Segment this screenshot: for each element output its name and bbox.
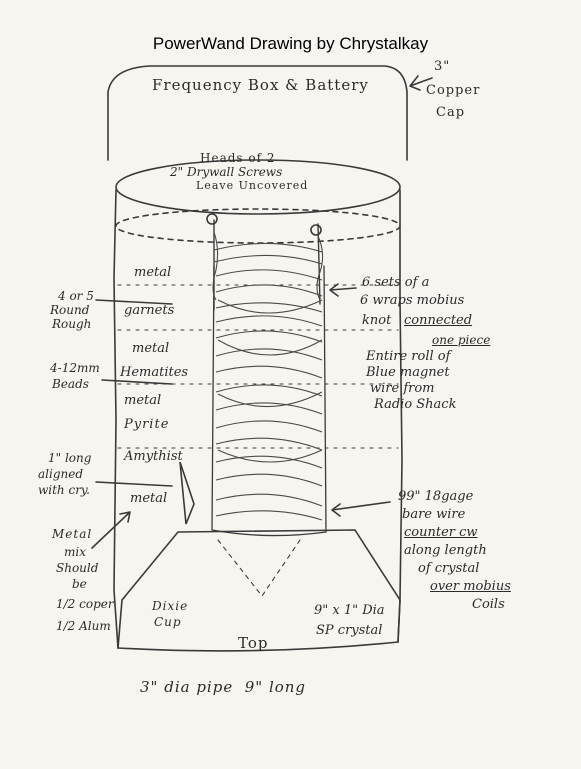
wire-note-4: along length xyxy=(404,543,487,558)
dixie-cup-label-1: Dixie xyxy=(152,599,189,613)
garnet-arrow xyxy=(95,299,173,305)
page-title: PowerWand Drawing by Chrystalkay xyxy=(152,34,429,53)
roll-note-3: wire from xyxy=(370,381,435,396)
crystal-body xyxy=(211,265,327,537)
wire-coils xyxy=(212,231,324,521)
metalmix-arrow xyxy=(91,511,131,549)
cup-dash-left xyxy=(217,539,263,597)
metal-mix-note-5: 1/2 coper xyxy=(56,597,114,611)
crystal-size-label-2: SP crystal xyxy=(316,623,383,638)
metal-mix-note-3: Should xyxy=(56,561,99,575)
crystal-note-1: 1" long xyxy=(48,451,92,465)
screw-heads-label-1: Heads of 2 xyxy=(200,151,276,165)
screw-heads-label-2: 2" Drywall Screws xyxy=(170,165,283,179)
mobius-arrow xyxy=(329,283,357,297)
pipe-top-ellipse xyxy=(115,159,401,215)
roll-note-2: Blue magnet xyxy=(366,365,450,380)
beads-arrow xyxy=(101,379,173,385)
garnet-note-2: Round xyxy=(50,303,90,317)
cup-dash-right xyxy=(261,539,301,597)
mobius-note-1: 6 sets of a xyxy=(362,275,430,290)
dixie-cup xyxy=(117,529,401,652)
metal-mix-note-1: Metal xyxy=(52,527,93,541)
copper-cap-outline xyxy=(107,65,408,161)
copper-cap-label-2: Copper xyxy=(426,83,481,98)
crystal-arrow xyxy=(95,481,173,487)
layer-label-amythist: Amythist xyxy=(124,449,183,464)
wire-note-1: 99" 18gage xyxy=(398,489,474,504)
pipe-size-label: 3" dia pipe 9" long xyxy=(140,678,307,696)
amythist-crystal xyxy=(179,461,195,525)
cap-arrow xyxy=(409,75,433,91)
screw-heads-label-3: Leave Uncovered xyxy=(196,179,309,192)
mobius-note-4: connected xyxy=(404,313,473,328)
pipe-right-wall xyxy=(397,189,403,643)
copper-cap-label-3: Cap xyxy=(436,105,466,120)
garnet-note-3: Rough xyxy=(52,317,92,331)
garnet-note-1: 4 or 5 xyxy=(58,289,94,303)
mobius-note-3: knot xyxy=(362,313,392,328)
crystal-size-label-1: 9" x 1" Dia xyxy=(314,603,385,618)
metal-mix-note-4: be xyxy=(72,577,87,591)
roll-note-1: Entire roll of xyxy=(366,349,451,364)
layer-label-metal-4: metal xyxy=(130,491,168,506)
layer-label-metal-3: metal xyxy=(124,393,162,408)
copper-cap-label-1: 3" xyxy=(434,59,451,74)
layer-label-hematites: Hematites xyxy=(120,365,189,380)
mobius-note-5: one piece xyxy=(432,333,491,347)
frequency-box-label: Frequency Box & Battery xyxy=(152,76,369,94)
mobius-note-2: 6 wraps mobius xyxy=(360,293,465,308)
crystal-note-3: with cry. xyxy=(38,483,90,497)
metal-mix-note-2: mix xyxy=(64,545,86,559)
beads-note-1: 4-12mm xyxy=(50,361,100,375)
layer-label-garnets: garnets xyxy=(124,303,175,318)
layer-label-metal-1: metal xyxy=(134,265,172,280)
beads-note-2: Beads xyxy=(52,377,89,391)
wire-note-7: Coils xyxy=(472,597,505,612)
layer-label-pyrite: Pyrite xyxy=(124,417,170,432)
wire-note-6: over mobius xyxy=(430,579,511,594)
pipe-left-wall xyxy=(113,189,119,649)
dixie-cup-label-2: Cup xyxy=(154,615,182,629)
layer-label-metal-2: metal xyxy=(132,341,170,356)
wire-note-3: counter cw xyxy=(404,525,478,540)
metal-mix-note-6: 1/2 Alum xyxy=(56,619,111,633)
screw-head-left xyxy=(206,213,218,225)
roll-note-4: Radio Shack xyxy=(374,397,457,412)
wire-note-2: bare wire xyxy=(402,507,466,522)
wire-note-5: of crystal xyxy=(418,561,480,576)
screw-head-right xyxy=(310,224,322,236)
top-label: Top xyxy=(238,634,269,652)
fill-level-ellipse xyxy=(115,208,401,244)
crystal-note-2: aligned xyxy=(38,467,84,481)
wire-arrow xyxy=(331,501,391,517)
